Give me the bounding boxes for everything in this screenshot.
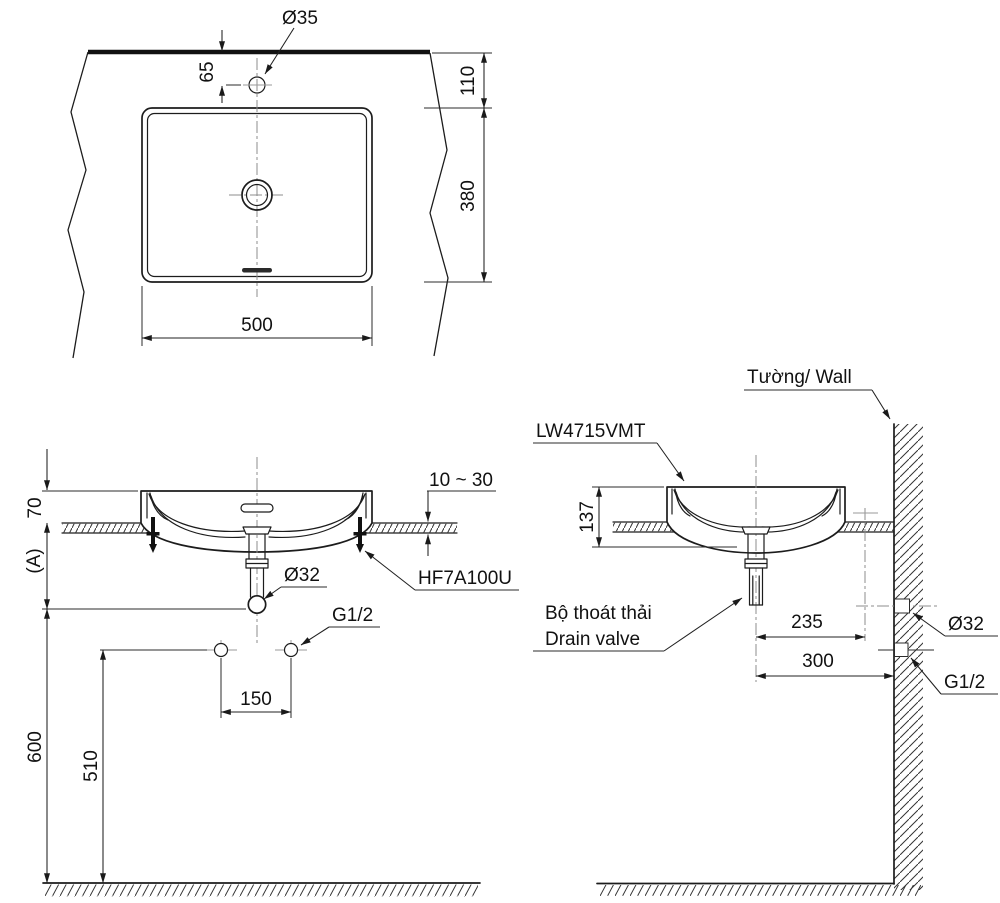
- label-product-code: LW4715VMT: [533, 421, 685, 482]
- label-drain-valve: Bộ thoát thải Drain valve: [533, 597, 743, 652]
- wall-drain-outlet: [856, 598, 937, 614]
- dim-text-A: (A): [24, 548, 45, 573]
- dim-text-600: 600: [25, 731, 46, 763]
- supply-points: [205, 640, 307, 658]
- dim-drain-to-faucet: 235: [755, 612, 866, 640]
- dim-text-235: 235: [791, 612, 823, 633]
- label-wall-supply-thread: G1/2: [910, 657, 998, 695]
- dim-text-65: 65: [197, 61, 218, 82]
- dim-text-10-30: 10 ~ 30: [429, 470, 493, 491]
- floor-hatch-front: [45, 884, 478, 897]
- drain-hole-inner: [245, 183, 269, 207]
- dim-basin-width: 500: [141, 286, 373, 346]
- label-fixing-kit: HF7A100U: [364, 550, 519, 591]
- top-view: 65 Ø35 110 380 500: [67, 8, 492, 359]
- label-supply-thread-front: G1/2: [300, 605, 380, 646]
- dim-drain-height: 600: [25, 608, 246, 884]
- drain-hole-outer: [241, 179, 273, 211]
- dim-drain-to-wall: 300: [755, 651, 895, 679]
- overflow-slot-front-view: [240, 503, 274, 513]
- fixing-bolt-left: [146, 517, 160, 553]
- dim-counter-thickness: 10 ~ 30: [425, 470, 496, 556]
- label-text-drain-valve-en: Drain valve: [545, 629, 640, 650]
- label-text-hf7a100u: HF7A100U: [418, 568, 512, 589]
- dim-wall-gap-and-depth: 110 380: [424, 52, 492, 283]
- side-view: 137 235 300 LW4715VMT Tường/ Wall Bộ tho…: [533, 367, 998, 896]
- floor-hatch-side: [599, 885, 921, 896]
- label-text-dia35: Ø35: [282, 8, 318, 29]
- dim-text-380: 380: [458, 180, 479, 212]
- dim-supply-height: 510: [81, 649, 207, 884]
- label-text-dia32-front: Ø32: [284, 565, 320, 586]
- dim-basin-height: 137: [577, 486, 737, 548]
- drain-assembly-front: [242, 526, 272, 615]
- label-wall: Tường/ Wall: [744, 367, 891, 420]
- supply-point-left: [213, 642, 229, 658]
- dim-text-150: 150: [240, 689, 272, 710]
- label-text-g12-front: G1/2: [332, 605, 373, 626]
- label-text-drain-valve-vi: Bộ thoát thải: [545, 603, 652, 624]
- overflow-slot-top-view: [242, 268, 272, 273]
- dim-text-300: 300: [802, 651, 834, 672]
- dim-text-510: 510: [81, 750, 102, 782]
- counter-hatch-side-right: [842, 522, 894, 532]
- label-text-wall: Tường/ Wall: [747, 367, 852, 388]
- drain-assembly-side: [741, 526, 771, 606]
- front-view: 70 (A) 600 510 150 10 ~ 30: [24, 449, 519, 897]
- dim-faucet-offset: 65: [197, 30, 241, 103]
- dim-rim-height: 70: [25, 449, 138, 519]
- label-text-lw4715vmt: LW4715VMT: [536, 421, 646, 442]
- label-drain-diameter-front: Ø32: [263, 565, 327, 600]
- counter-break-line-right: [429, 52, 449, 357]
- dim-text-137: 137: [577, 501, 598, 533]
- bowl-curve-side-right: [761, 489, 839, 528]
- dim-text-500: 500: [241, 315, 273, 336]
- wall-supply-outlet: [878, 642, 934, 657]
- dim-text-110: 110: [458, 66, 479, 96]
- dim-text-70: 70: [25, 497, 46, 518]
- label-faucet-hole-diameter: Ø35: [264, 8, 318, 75]
- dim-reference-A: (A): [24, 522, 50, 610]
- label-text-dia32-side: Ø32: [948, 614, 984, 635]
- counter-hatch-left: [62, 523, 146, 533]
- counter-hatch-side-left: [613, 522, 672, 532]
- label-wall-drain-diameter: Ø32: [912, 612, 998, 637]
- dim-supply-spacing: 150: [220, 658, 292, 718]
- counter-hatch-right: [368, 523, 457, 533]
- bowl-curve-side-left: [673, 489, 751, 528]
- fixing-bolt-right: [353, 517, 367, 553]
- supply-point-right: [283, 642, 299, 658]
- label-text-g12-side: G1/2: [944, 672, 985, 693]
- counter-break-line-left: [67, 51, 89, 359]
- drain-pipe-end: [247, 594, 267, 615]
